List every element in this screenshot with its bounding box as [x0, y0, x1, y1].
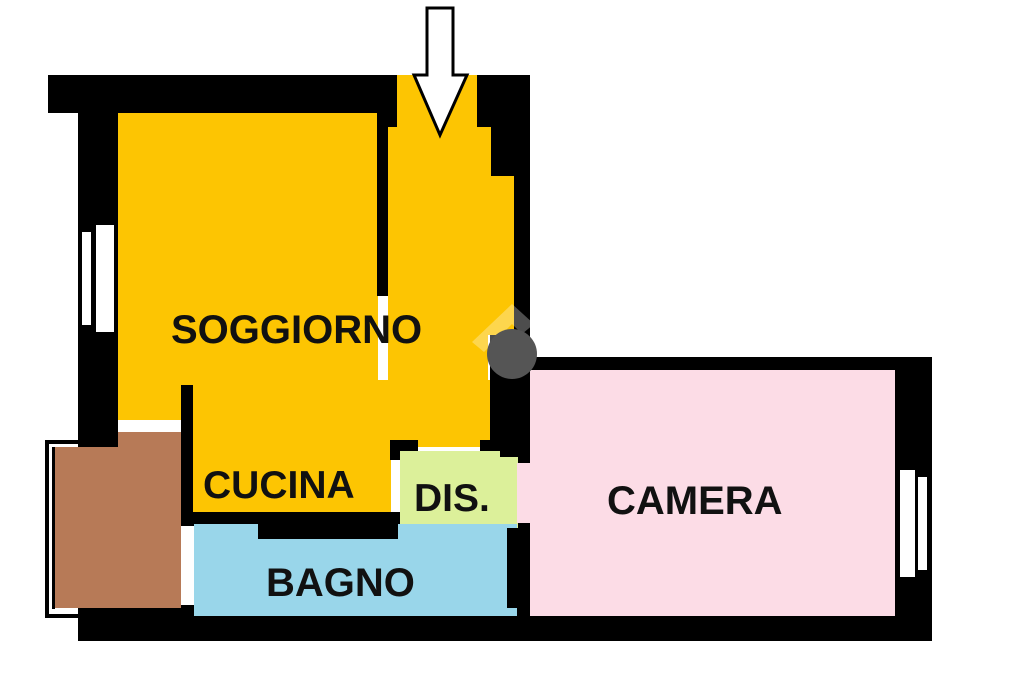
room-camera-fill — [530, 370, 895, 616]
room-soggiorno-fill — [118, 113, 378, 418]
window-camera-outer — [918, 477, 927, 570]
window-soggiorno-inner — [96, 225, 114, 332]
wall-internal-nub — [377, 113, 397, 127]
label-camera: CAMERA — [607, 479, 783, 523]
balcony-rail-bottom — [45, 614, 80, 618]
room-camera-door-gap — [517, 463, 531, 523]
wall-cucina-left — [181, 385, 193, 525]
wall-cucina-bottom — [181, 512, 406, 526]
room-soggiorno-mid-left — [118, 380, 193, 420]
room-dis-fill — [400, 451, 518, 528]
balcony-rail-top — [45, 440, 80, 444]
label-soggiorno: SOGGIORNO — [171, 308, 423, 352]
wall-bagno-right — [507, 528, 530, 608]
room-entrance-fill-3 — [388, 175, 514, 335]
window-camera-inner — [900, 470, 915, 577]
window-soggiorno-outer — [82, 232, 91, 325]
wall-entrance-right-step — [477, 75, 530, 127]
wall-dis-top-right — [480, 440, 490, 454]
wall-camera-bottom — [500, 616, 932, 641]
wall-camera-top — [500, 357, 932, 371]
balcony-fill — [118, 432, 181, 608]
balcony-door-window — [123, 421, 173, 428]
label-cucina: CUCINA — [203, 464, 355, 507]
watermark-home-icon — [472, 304, 537, 379]
balcony-rail-outer — [45, 440, 49, 618]
room-bagno-fill — [194, 524, 517, 616]
bagno-window — [184, 528, 190, 598]
room-cucina-fill — [193, 420, 391, 513]
balcony-rail-inner — [52, 447, 55, 609]
label-dis: DIS. — [414, 477, 490, 520]
label-bagno: BAGNO — [266, 561, 415, 605]
balcony-fill-left — [55, 447, 125, 608]
wall-entrance-right-step-2 — [491, 120, 530, 176]
wall-internal-vertical — [377, 113, 388, 296]
wall-bagno-top-mid — [258, 524, 398, 539]
entrance-arrow-icon — [411, 6, 470, 139]
